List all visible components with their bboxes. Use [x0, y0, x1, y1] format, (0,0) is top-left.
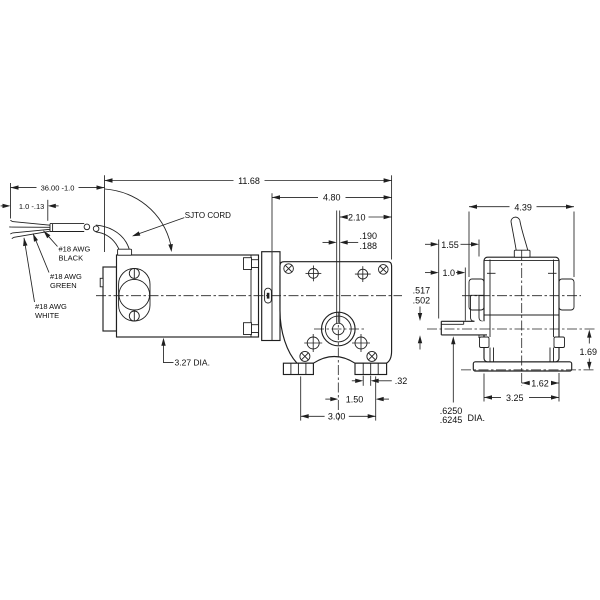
svg-text:3.25: 3.25 [506, 393, 524, 403]
svg-text:DIA.: DIA. [468, 413, 486, 423]
cord-strain-relief [117, 248, 133, 256]
dim-key-width: .190 .188 [322, 231, 378, 251]
svg-text:3.00: 3.00 [328, 412, 346, 422]
svg-text:1.0 -.13: 1.0 -.13 [19, 202, 44, 211]
through-bolt-top [243, 257, 259, 270]
dim-overall-width: 4.39 [469, 202, 574, 212]
svg-text:GREEN: GREEN [50, 281, 77, 290]
bracket-foot-left [282, 362, 314, 376]
power-cord [9, 219, 133, 256]
end-view-dimensions: 4.39 1.55 1.0 .517 .502 .6250 [413, 202, 597, 424]
svg-text:#18 AWG: #18 AWG [35, 302, 67, 311]
svg-text:.188: .188 [360, 241, 378, 251]
svg-text:.502: .502 [413, 296, 431, 306]
dim-hole-to-center: 1.50 [325, 395, 389, 405]
dim-base-half: 1.62 [521, 378, 559, 388]
svg-text:1.69: 1.69 [580, 347, 598, 357]
dim-shaft-offset: 2.10 [339, 212, 392, 222]
cord-end-view [510, 216, 531, 258]
svg-text:11.68: 11.68 [238, 176, 260, 186]
end-view [427, 216, 597, 386]
ear-right [558, 278, 575, 311]
dim-foot-slot: .32 [351, 376, 408, 386]
side-view-dimensions: 11.68 4.80 2.10 .190 .188 [0, 175, 408, 422]
svg-text:1.62: 1.62 [531, 378, 549, 388]
bolt-hole-ul [305, 265, 322, 282]
flange-bore [118, 278, 151, 311]
svg-text:#18 AWG: #18 AWG [59, 244, 91, 253]
bolt-hole-ur [354, 266, 371, 282]
svg-text:#18 AWG: #18 AWG [50, 272, 82, 281]
svg-text:BLACK: BLACK [59, 253, 84, 262]
svg-text:.190: .190 [360, 231, 378, 241]
dim-center-height: 1.69 [580, 329, 598, 370]
bracket-screw-tl [283, 263, 294, 274]
svg-text:36.00 -1.0: 36.00 -1.0 [41, 183, 75, 192]
svg-text:.6250: .6250 [440, 406, 463, 416]
dim-cord-length: 36.00 -1.0 [10, 183, 173, 252]
svg-text:1.55: 1.55 [441, 240, 459, 250]
svg-text:2.10: 2.10 [348, 212, 366, 222]
lead-wires [9, 219, 51, 239]
dim-shaft-dia: .6250 .6245 DIA. [440, 336, 485, 425]
bracket-screw-tr [378, 264, 389, 275]
svg-text:.6245: .6245 [440, 415, 463, 425]
output-shaft-side [440, 320, 487, 336]
svg-text:SJTO CORD: SJTO CORD [185, 211, 231, 220]
svg-text:4.39: 4.39 [514, 202, 532, 212]
svg-text:.517: .517 [413, 286, 431, 296]
ear-left [468, 278, 485, 311]
svg-text:4.80: 4.80 [323, 193, 341, 203]
label-cord: SJTO CORD [132, 211, 231, 237]
bolt-hole-ll [304, 334, 323, 352]
dim-overall-length: 11.68 [104, 176, 392, 186]
svg-text:1.50: 1.50 [346, 395, 364, 405]
motor-rear-cover [102, 266, 118, 332]
bracket-screw-br [366, 350, 378, 362]
bracket-screw-bl [299, 350, 311, 362]
through-bolt-bottom [243, 322, 259, 335]
dim-hole-spacing: 3.00 [300, 412, 376, 422]
dim-gear-section: 4.80 [272, 193, 392, 203]
svg-text:.32: .32 [395, 376, 408, 386]
lower-tab-right [553, 336, 565, 348]
strain-relief-end [513, 249, 531, 258]
dim-flat-length: 1.0 [425, 268, 466, 278]
label-wire-white: #18 AWG WHITE [23, 237, 67, 320]
svg-text:1.0: 1.0 [443, 268, 456, 278]
svg-text:3.27 DIA.: 3.27 DIA. [175, 357, 210, 367]
bolt-hole-lr [352, 334, 370, 352]
flange-screw-bottom [128, 310, 140, 322]
dim-shaft-length: 1.55 [425, 240, 479, 250]
svg-text:WHITE: WHITE [35, 311, 59, 320]
dim-lead-strip: 1.0 -.13 [0, 202, 59, 211]
dim-base-width: 3.25 [484, 393, 559, 403]
dim-motor-dia: 3.27 DIA. [161, 337, 210, 367]
dim-shaft-flat: .517 .502 [413, 286, 431, 350]
label-wire-black: #18 AWG BLACK [43, 230, 91, 262]
flange-screw-top [128, 267, 140, 279]
motor-rear-stud [99, 277, 104, 288]
side-view [9, 219, 402, 421]
lower-tab-left [479, 336, 490, 348]
label-wire-green: #18 AWG GREEN [32, 233, 82, 290]
bracket-foot-right [354, 362, 388, 376]
